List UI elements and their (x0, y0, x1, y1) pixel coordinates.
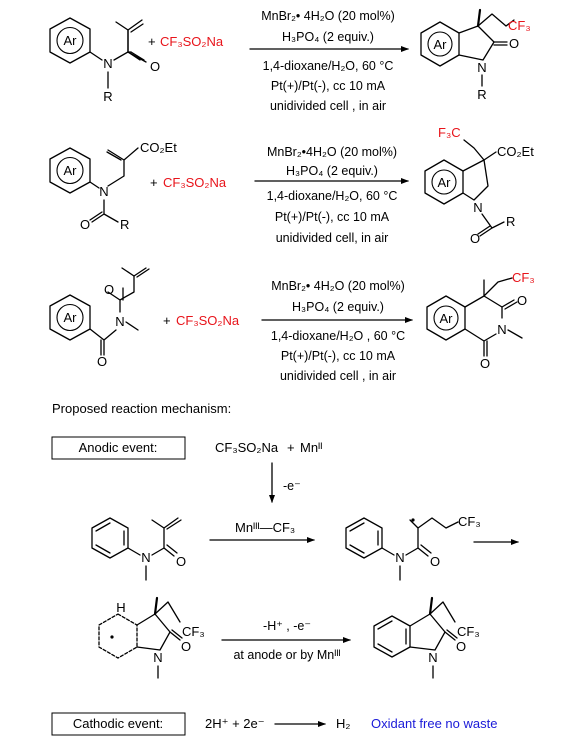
plus-2: + (150, 175, 158, 190)
reaction-1: Ar N R O + CF₃SO₂Na MnBr₂• 4H₂O (20 mol%… (49, 8, 531, 113)
n-label: N (477, 60, 486, 75)
mechanism-title: Proposed reaction mechanism: (52, 401, 231, 416)
n-label: N (497, 322, 506, 337)
n-label: N (428, 650, 437, 665)
n-label: N (103, 56, 112, 71)
condition: H₃PO₄ (2 equiv.) (282, 30, 374, 44)
reagent-3: CF₃SO₂Na (176, 313, 240, 328)
ar-label: Ar (64, 310, 78, 325)
product-1: Ar CF₃ O N R (420, 8, 531, 102)
o-label: O (150, 59, 160, 74)
r-label: R (120, 217, 129, 232)
minus-e-label: -e⁻ (283, 479, 301, 493)
electrons-label: 2H⁺ + 2e⁻ (205, 716, 265, 731)
cf3so2na-label: CF₃SO₂Na (215, 440, 279, 455)
reaction-3: Ar O N O + CF₃SO₂Na MnBr₂• 4H₂O (20 mol%… (49, 267, 535, 383)
cf3-label: CF₃ (182, 624, 205, 639)
o-label: O (176, 554, 186, 569)
mn3-cf3-label: Mnᴵᴵᴵ—CF₃ (235, 520, 295, 535)
o-label: O (509, 36, 519, 51)
condition: unidivided cell, in air (276, 231, 389, 245)
ar-label: Ar (434, 37, 448, 52)
o-label: O (181, 639, 191, 654)
o-label: O (104, 282, 114, 297)
condition: 1,4-dioxane/H₂O , 60 °C (271, 329, 405, 343)
o-label: O (97, 354, 107, 369)
o-label: O (517, 293, 527, 308)
n-label: N (99, 184, 108, 199)
condition: Pt(+)/Pt(-), cc 10 mA (271, 79, 386, 93)
reagent-2: CF₃SO₂Na (163, 175, 227, 190)
n-label: N (395, 550, 404, 565)
plus-3: + (163, 313, 171, 328)
condition: H₃PO₄ (2 equiv.) (286, 164, 378, 178)
mech-cyclized: H CF₃ O N (98, 596, 205, 679)
oxidant-free-note: Oxidant free no waste (371, 716, 497, 731)
n-label: N (473, 200, 482, 215)
f3c-label: F₃C (438, 125, 461, 140)
cf3-label: CF₃ (458, 514, 481, 529)
condition: unidivided cell , in air (280, 369, 396, 383)
condition: unidivided cell , in air (270, 99, 386, 113)
cf3-label: CF₃ (512, 270, 535, 285)
o-label: O (480, 356, 490, 371)
o-label: O (430, 554, 440, 569)
n-label: N (115, 314, 124, 329)
r-label: R (506, 214, 515, 229)
cf3-label: CF₃ (508, 18, 531, 33)
substrate-2: Ar N CO₂Et O R (49, 140, 177, 232)
r-label: R (103, 89, 112, 104)
condition: MnBr₂•4H₂O (20 mol%) (267, 145, 397, 159)
step-h-label: -H⁺ , -e⁻ (263, 619, 311, 633)
h-label: H (116, 600, 125, 615)
plus-1: + (148, 34, 156, 49)
ar-label: Ar (64, 33, 78, 48)
product-2: Ar F₃C CO₂Et N O R (424, 125, 534, 246)
radical-dot (411, 518, 415, 522)
cathodic-event-label: Cathodic event: (73, 716, 163, 731)
substrate-1: Ar N R O (49, 17, 160, 104)
co2et-label: CO₂Et (497, 144, 534, 159)
mn2-label: Mnᴵᴵ (300, 440, 322, 455)
mech-product: CF₃ O N (373, 596, 480, 679)
cf3-label: CF₃ (457, 624, 480, 639)
condition: Pt(+)/Pt(-), cc 10 mA (281, 349, 396, 363)
product-3: Ar CF₃ O N O (426, 270, 535, 371)
reaction-2: Ar N CO₂Et O R + CF₃SO₂Na MnBr₂•4H₂O (20… (49, 125, 534, 246)
n-label: N (141, 550, 150, 565)
o-label: O (470, 231, 480, 246)
condition: Pt(+)/Pt(-), cc 10 mA (275, 210, 390, 224)
substrate-3: Ar O N O (49, 267, 150, 369)
radical-dot (110, 635, 114, 639)
o-label: O (80, 217, 90, 232)
plus-mech: + (287, 440, 295, 455)
mech-substrate: N O (91, 517, 186, 581)
condition: MnBr₂• 4H₂O (20 mol%) (261, 9, 395, 23)
condition: MnBr₂• 4H₂O (20 mol%) (271, 279, 405, 293)
mech-intermediate: N O CF₃ (345, 514, 481, 581)
ar-label: Ar (64, 163, 78, 178)
cathodic-event-box (51, 712, 186, 736)
ar-label: Ar (438, 175, 452, 190)
ar-label: Ar (440, 311, 454, 326)
step-anode-label: at anode or by Mnᴵᴵᴵ (233, 648, 340, 662)
anodic-event-box (51, 436, 186, 460)
r-label: R (477, 87, 486, 102)
o-label: O (456, 639, 466, 654)
condition: 1,4-dioxane/H₂O, 60 °C (263, 59, 394, 73)
anodic-event-label: Anodic event: (79, 440, 158, 455)
condition: 1,4-dioxane/H₂O, 60 °C (267, 189, 398, 203)
h2-label: H₂ (336, 716, 350, 731)
n-label: N (153, 650, 162, 665)
co2et-label: CO₂Et (140, 140, 177, 155)
reagent-1: CF₃SO₂Na (160, 34, 224, 49)
condition: H₃PO₄ (2 equiv.) (292, 300, 384, 314)
